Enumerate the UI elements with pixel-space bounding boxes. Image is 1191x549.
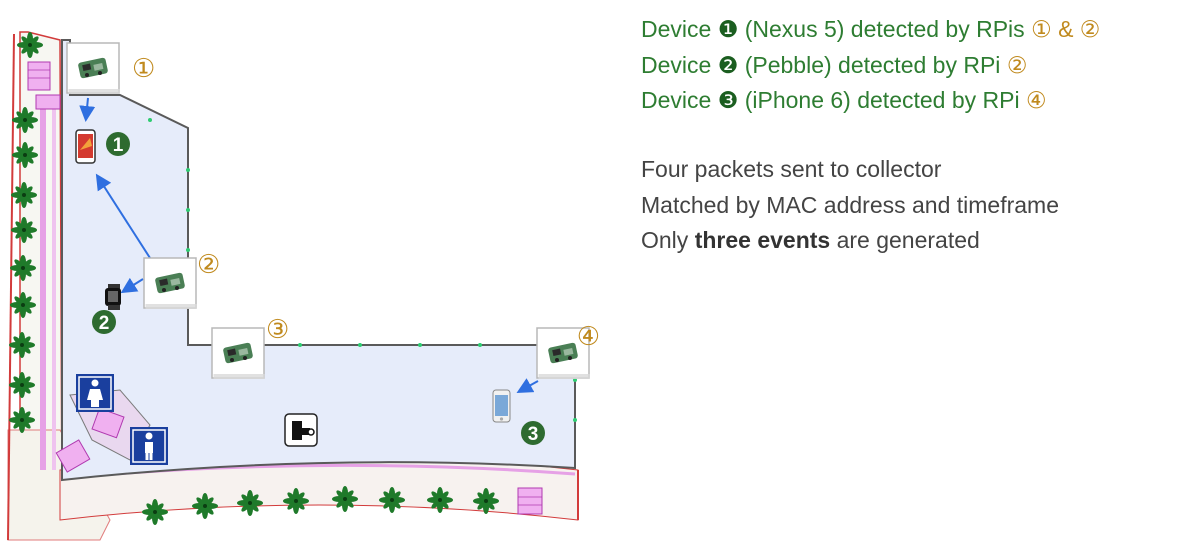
rpi-label-4: ④ [577,322,600,352]
rpi-label-3: ③ [266,315,289,345]
legend-line-1: Device ❶ (Nexus 5) detected by RPis ① & … [641,12,1100,48]
device-number: ❷ [717,51,739,78]
smartwatch-icon [105,284,121,310]
svg-text:1: 1 [113,135,124,156]
raspberry-pi-icon [211,327,266,380]
note-line-1: Four packets sent to collector [641,156,942,182]
note-line-3: Only three events are generated [641,223,1059,259]
legend-line-2: Device ❷ (Pebble) detected by RPi ② [641,48,1100,84]
note-suffix: are generated [836,227,980,253]
svg-text:2: 2 [99,313,110,334]
device-badge-3: 3 [521,421,545,445]
note-line-2: Matched by MAC address and timeframe [641,191,1060,218]
device-badge-1: 1 [106,132,130,156]
process-notes: Four packets sent to collector Matched b… [641,152,1059,259]
detection-arrow [95,173,151,259]
legend-desc: (Nexus 5) detected by RPis [744,16,1025,42]
rpi-label-2: ② [197,250,220,280]
rpi-ids: ④ [1026,87,1047,113]
floor-plan-map: ① ② ③ ④ 1 2 3 [7,31,600,541]
restroom-icon [130,427,168,465]
raspberry-pi-icon [143,257,198,310]
legend-desc: (iPhone 6) detected by RPi [744,87,1020,113]
legend-desc: (Pebble) detected by RPi [744,51,1001,78]
device-legend: Device ❶ (Nexus 5) detected by RPis ① & … [641,12,1100,119]
detection-arrow [516,378,539,393]
rpi-ids: ② [1006,51,1028,78]
elevator-icon [284,413,318,447]
note-emphasis: three events [694,227,831,253]
device-badge-2: 2 [92,310,116,334]
legend-prefix: Device [641,87,712,113]
legend-line-3: Device ❸ (iPhone 6) detected by RPi ④ [641,83,1100,119]
raspberry-pi-icon [66,42,121,95]
smartphone-icon [75,129,96,164]
legend-prefix: Device [641,16,712,42]
detection-arrow [79,97,96,122]
device-number: ❶ [717,16,739,42]
restroom-icon [76,374,114,412]
svg-text:3: 3 [528,424,539,445]
detection-arrow [120,277,144,294]
rpi-ids: ① & ② [1031,16,1101,42]
note-prefix: Only [641,227,689,253]
rpi-label-1: ① [132,54,155,84]
iphone-icon [492,389,511,423]
indoor-floor-area [61,39,576,482]
legend-prefix: Device [641,51,712,78]
device-number: ❸ [717,87,739,113]
